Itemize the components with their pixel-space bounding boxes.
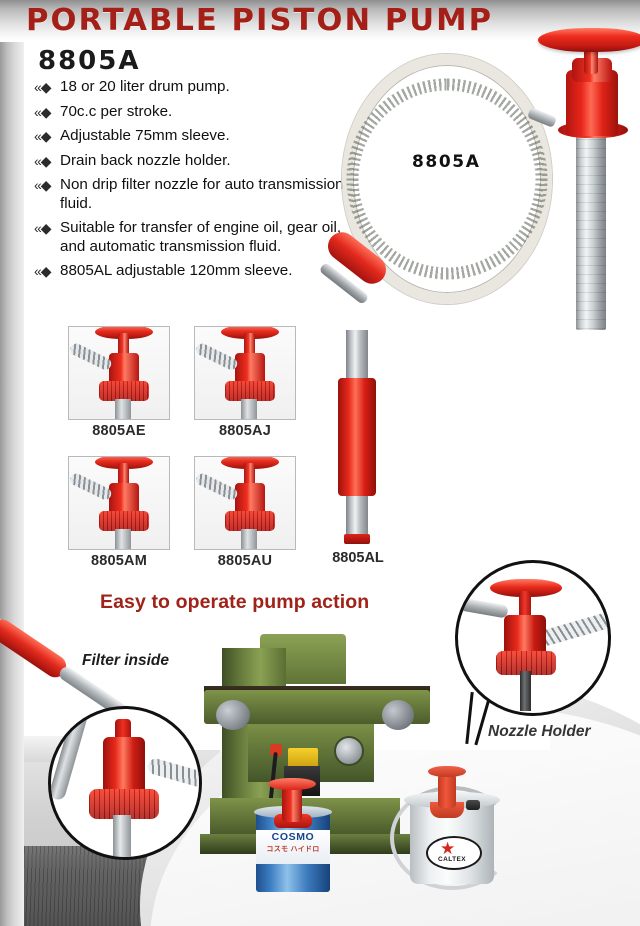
mini-stem <box>244 333 255 357</box>
mini-stem-bottom <box>241 529 257 549</box>
filter-inside-label: Filter inside <box>82 652 169 669</box>
bullet-diamond-icon: «◆ <box>34 79 52 95</box>
mini-stem-bottom <box>115 529 131 549</box>
star-icon: ★ <box>440 839 456 858</box>
machine-knuckle-left <box>216 700 250 730</box>
list-item: «◆ 8805AL adjustable 120mm sleeve. <box>34 262 364 281</box>
variant-label: 8805AE <box>92 423 146 439</box>
mini-spring-hose <box>195 341 240 372</box>
page-title: PORTABLE PISTON PUMP <box>26 3 494 38</box>
list-item: «◆ Drain back nozzle holder. <box>34 152 364 171</box>
variant-label: 8805AL <box>332 550 384 566</box>
callout-down-tube <box>520 671 531 711</box>
feature-text: Non drip filter nozzle for auto transmis… <box>60 176 344 212</box>
mini-collar <box>225 511 275 531</box>
pump-barrel <box>576 130 606 330</box>
can-pump-body <box>282 784 302 822</box>
variant-label: 8805AU <box>217 553 273 569</box>
caltex-bucket: ★ CALTEX <box>390 766 514 890</box>
machine-knuckle-right <box>382 700 414 730</box>
list-item: «◆ 18 or 20 liter drum pump. <box>34 78 364 97</box>
machine-dial <box>334 736 364 766</box>
mini-collar <box>99 381 149 401</box>
callout-spring-hose <box>145 756 199 790</box>
hero-model-label: 8805A <box>412 152 481 172</box>
variant-thumbnail <box>194 456 296 550</box>
mini-stem-bottom <box>115 399 131 419</box>
can-sub-label: コスモ ハイドロ <box>266 846 320 853</box>
bucket-pump-handle <box>428 766 466 777</box>
bullet-diamond-icon: «◆ <box>34 220 52 236</box>
cosmo-oil-can: COSMO コスモ ハイドロ <box>254 778 332 892</box>
callout-spring-hose <box>537 610 608 648</box>
mini-stem-bottom <box>241 399 257 419</box>
list-item: «◆ Non drip filter nozzle for auto trans… <box>34 176 364 213</box>
header-band <box>0 0 640 42</box>
mini-collar <box>99 511 149 531</box>
mini-stem <box>118 333 129 357</box>
mini-spring-hose <box>69 471 114 502</box>
mini-spring-hose <box>69 341 114 372</box>
mini-stem <box>118 463 129 487</box>
nozzle-holder-label: Nozzle Holder <box>488 723 591 740</box>
al-red-sleeve <box>338 378 376 496</box>
feature-text: Adjustable 75mm sleeve. <box>60 127 230 144</box>
can-label-band <box>256 830 330 864</box>
bucket-brand-label: CALTEX <box>438 856 466 863</box>
variant-8805am[interactable]: 8805AM <box>68 456 170 569</box>
machine-yellow-box <box>288 748 318 770</box>
bucket-cap <box>466 800 480 810</box>
variant-8805au[interactable]: 8805AU <box>194 456 296 569</box>
callout-collar <box>89 789 159 819</box>
can-pump-handle <box>268 778 316 790</box>
filter-inside-callout <box>48 706 202 860</box>
bucket-pump-body <box>438 774 456 808</box>
bullet-diamond-icon: «◆ <box>34 177 52 193</box>
can-brand-label: COSMO <box>271 831 315 843</box>
variant-label: 8805AJ <box>219 423 271 439</box>
variant-8805aj[interactable]: 8805AJ <box>194 326 296 439</box>
feature-text: 18 or 20 liter drum pump. <box>60 78 230 95</box>
list-item: «◆ Adjustable 75mm sleeve. <box>34 127 364 146</box>
mini-stem <box>244 463 255 487</box>
feature-text: 8805AL adjustable 120mm sleeve. <box>60 262 293 279</box>
variant-thumbnail <box>68 326 170 420</box>
mini-spring-hose <box>195 471 240 502</box>
feature-text: Suitable for transfer of engine oil, gea… <box>60 219 342 255</box>
bullet-diamond-icon: «◆ <box>34 263 52 279</box>
caltex-logo <box>426 836 482 870</box>
bullet-diamond-icon: «◆ <box>34 128 52 144</box>
mini-collar <box>225 381 275 401</box>
callout-filter-nozzle <box>103 737 145 799</box>
feature-list: «◆ 18 or 20 liter drum pump. «◆ 70c.c pe… <box>34 78 364 287</box>
bullet-diamond-icon: «◆ <box>34 103 52 120</box>
variant-thumbnail <box>68 456 170 550</box>
pump-barrel-rings <box>576 130 606 330</box>
variant-label: 8805AM <box>90 553 147 569</box>
feature-text: 70c.c per stroke. <box>60 102 173 120</box>
callout-stem <box>113 815 131 857</box>
hero-product-image: 8805A <box>318 28 640 334</box>
feature-text: Drain back nozzle holder. <box>60 151 231 169</box>
bullet-diamond-icon: «◆ <box>34 152 52 169</box>
list-item: «◆ 70c.c per stroke. <box>34 103 364 122</box>
pump-t-handle <box>538 28 640 52</box>
model-code: 8805A <box>38 46 141 76</box>
nozzle-holder-callout <box>455 560 611 716</box>
callout-t-handle <box>490 579 562 597</box>
variant-8805ae[interactable]: 8805AE <box>68 326 170 439</box>
al-foot-valve <box>344 534 370 544</box>
list-item: «◆ Suitable for transfer of engine oil, … <box>34 219 364 256</box>
callout-chrome-tube <box>458 596 509 619</box>
variant-thumbnail <box>194 326 296 420</box>
callout-stem <box>519 591 531 621</box>
section-heading: Easy to operate pump action <box>100 591 370 613</box>
wall-left-edge <box>0 0 24 926</box>
